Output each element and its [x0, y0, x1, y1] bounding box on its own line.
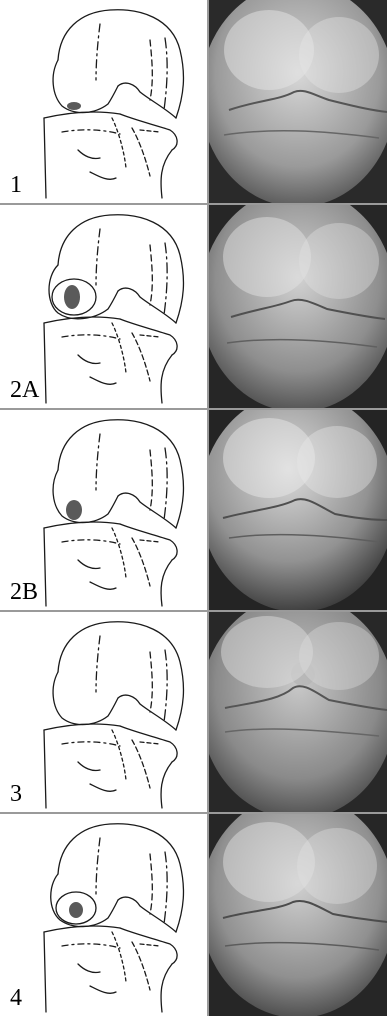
stage-label: 1 — [10, 173, 22, 197]
knee-line-drawing — [0, 612, 207, 812]
knee-xray-image — [209, 814, 387, 1016]
panel-row-3: 3 — [0, 612, 387, 812]
knee-line-drawing — [0, 814, 207, 1016]
panel-row-1: 1 — [0, 0, 387, 203]
stage-label: 2A — [10, 378, 39, 402]
knee-line-drawing — [0, 0, 207, 203]
stage-label: 2B — [10, 580, 38, 604]
knee-xray-image — [209, 410, 387, 610]
knee-xray-image — [209, 612, 387, 812]
panel-row-2B: 2B — [0, 410, 387, 610]
panel-row-2A: 2A — [0, 205, 387, 408]
stage-label: 3 — [10, 782, 22, 806]
knee-xray-image — [209, 205, 387, 408]
panel-row-4: 4 — [0, 814, 387, 1016]
stage-label: 4 — [10, 986, 22, 1010]
knee-xray-image — [209, 0, 387, 203]
